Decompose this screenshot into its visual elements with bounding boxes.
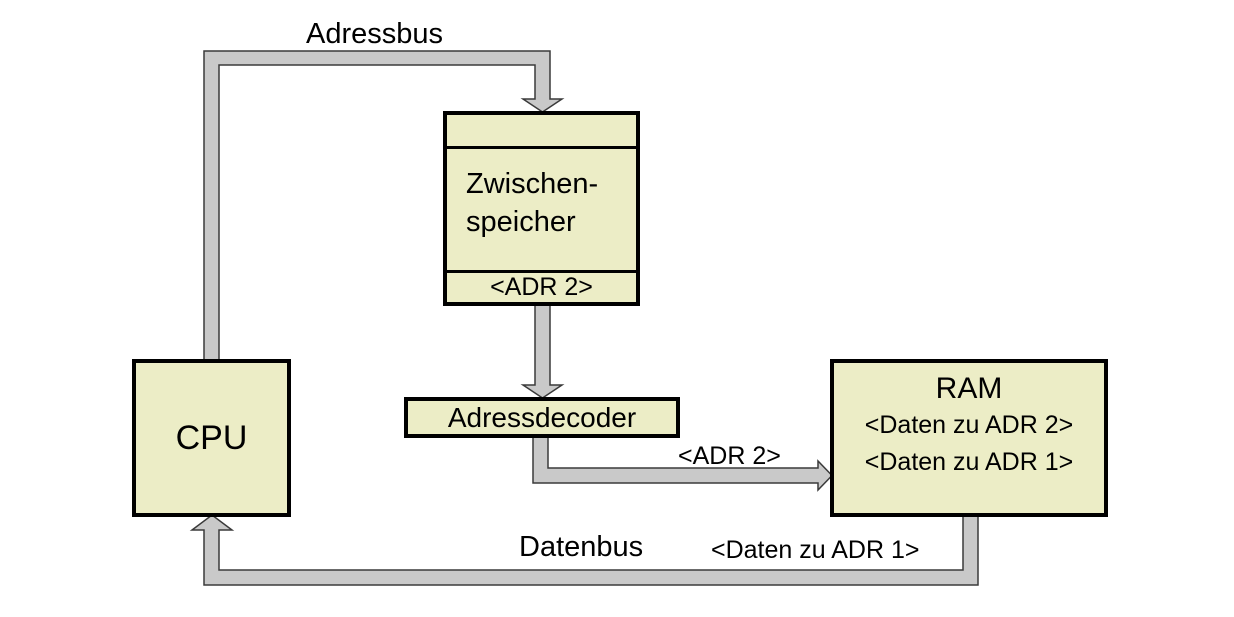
adressbus-pipe-arrow xyxy=(203,50,565,361)
adressbus-label: Adressbus xyxy=(306,18,444,50)
daten-zu-adr1-transfer-label: <Daten zu ADR 1> xyxy=(711,536,920,564)
zwischenspeicher-address-value: <ADR 2> xyxy=(490,273,593,301)
adressdecoder-label: Adressdecoder xyxy=(447,401,637,433)
adressdecoder-node: Adressdecoder xyxy=(404,397,680,438)
zwischenspeicher-name-line2: speicher xyxy=(466,206,576,239)
datenbus-pipe-arrow xyxy=(189,514,979,586)
cpu-label: CPU xyxy=(175,418,248,457)
ram-node: RAM <Daten zu ADR 2> <Daten zu ADR 1> xyxy=(830,359,1108,517)
cpu-node: CPU xyxy=(132,359,291,517)
zwischenspeicher-address-slot: <ADR 2> xyxy=(447,273,636,302)
buffer-to-decoder-arrow xyxy=(520,304,565,399)
zwischenspeicher-name: Zwischen- speicher xyxy=(447,149,636,273)
ram-row-adr2: <Daten zu ADR 2> xyxy=(864,411,1074,439)
decoder-to-ram-pipe-arrow xyxy=(532,435,834,492)
datenbus-label: Datenbus xyxy=(519,531,644,563)
ram-title: RAM xyxy=(935,372,1003,405)
zwischenspeicher-node: Zwischen- speicher <ADR 2> xyxy=(443,111,640,306)
adr2-transfer-label: <ADR 2> xyxy=(678,442,781,470)
zwischenspeicher-empty-slot xyxy=(447,115,636,150)
ram-row-adr1: <Daten zu ADR 1> xyxy=(864,448,1074,476)
zwischenspeicher-name-line1: Zwischen- xyxy=(466,168,599,201)
